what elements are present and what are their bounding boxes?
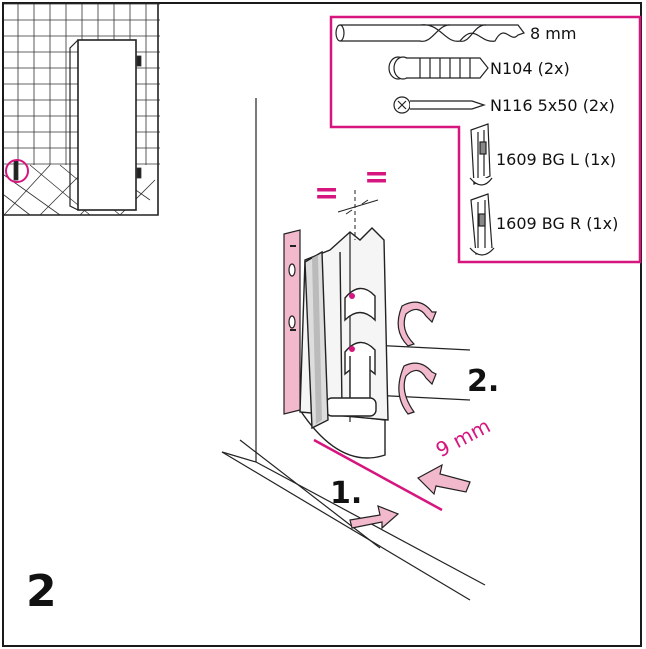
push-arrow-right: [349, 505, 400, 530]
glass-door: [77, 39, 137, 211]
rotate-arrow-lower: [398, 362, 437, 415]
spirit-level: [283, 229, 301, 415]
parts-box: [329, 15, 642, 264]
step-number: 2: [26, 566, 57, 617]
step-label-second: 2.: [467, 364, 500, 399]
wall-plug-icon: [388, 56, 489, 80]
screw-icon: [393, 96, 486, 114]
profile-rail: [304, 250, 329, 430]
rotate-arrow-upper: [397, 301, 437, 347]
part-label-drill-bit: 8 mm: [530, 24, 577, 43]
equal-mark-right: =: [364, 160, 390, 195]
drill-bit-icon: [335, 24, 525, 42]
bracket-left-icon: [469, 123, 493, 186]
distance-line: [313, 438, 443, 512]
part-label-screw: N116 5x50 (2x): [490, 96, 615, 115]
bracket-right-icon: [469, 193, 495, 256]
highlight-circle: [5, 159, 29, 183]
equal-mark-left: =: [314, 176, 340, 211]
part-label-bracket-left: 1609 BG L (1x): [496, 150, 617, 169]
part-label-bracket-right: 1609 BG R (1x): [496, 214, 619, 233]
step-label-first: 1.: [330, 476, 363, 511]
part-label-wall-plug: N104 (2x): [490, 59, 570, 78]
shower-overview-inset: [3, 3, 160, 216]
wall-corner-lines: [221, 98, 486, 601]
push-arrow-left: [417, 463, 471, 496]
center-marks: [337, 190, 379, 240]
